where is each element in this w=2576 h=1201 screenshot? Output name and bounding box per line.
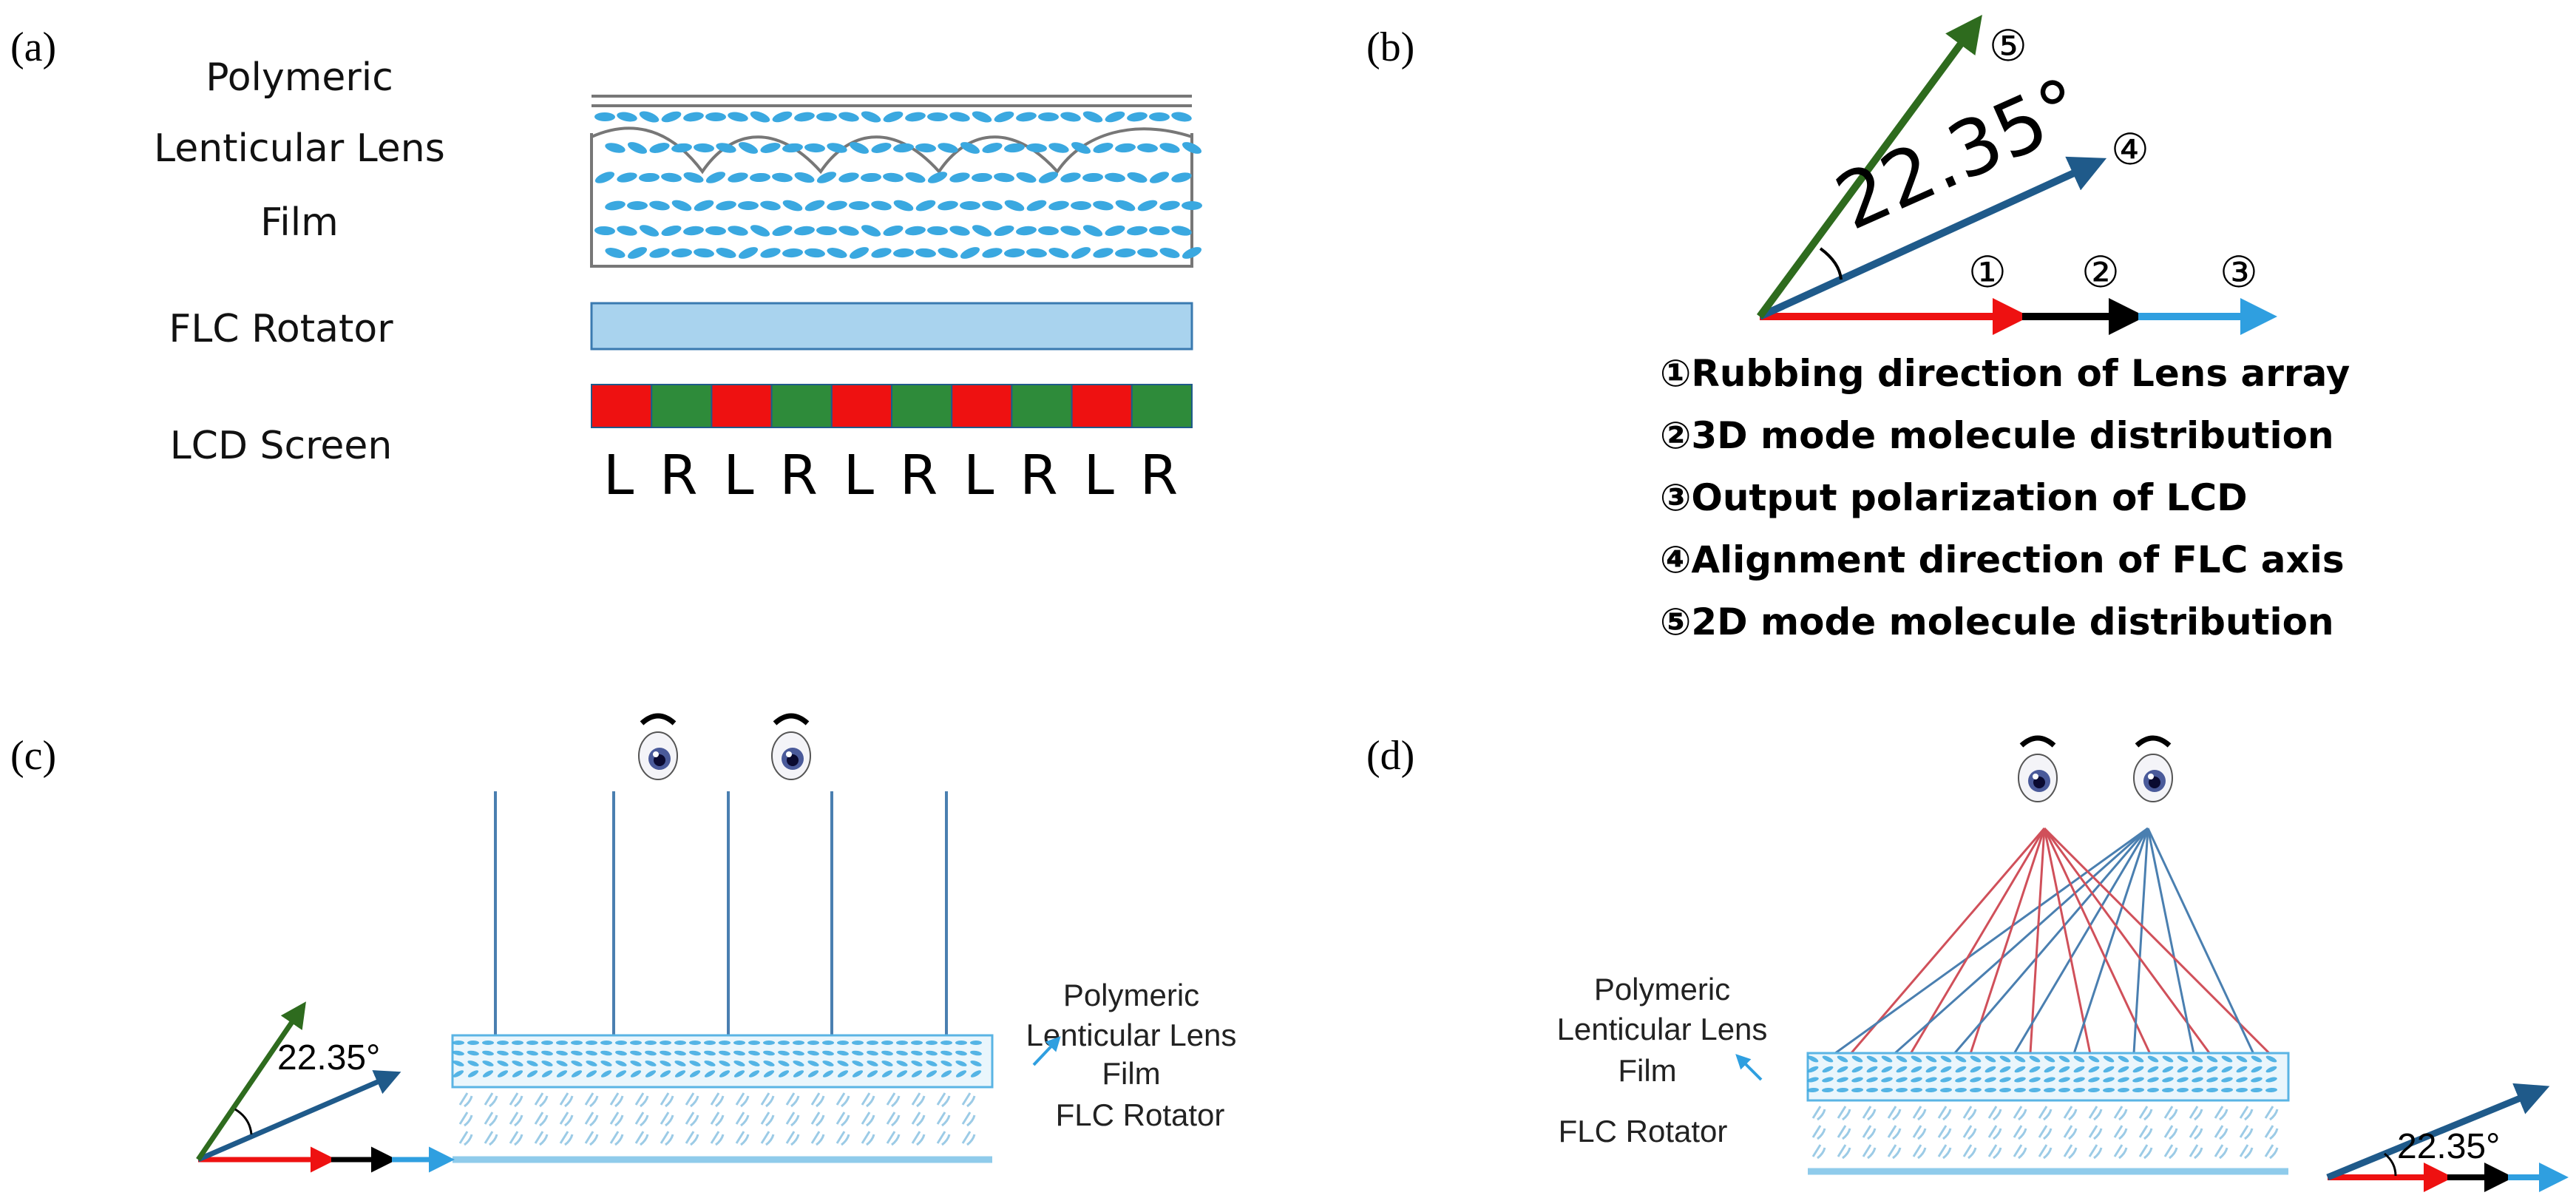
pixel-letter: R [900, 444, 938, 507]
lens-film-label-d-line-1: Polymeric [1594, 972, 1730, 1007]
lcd-pixel [770, 384, 833, 428]
light-rays-2d [494, 791, 948, 1049]
angle-value: 22.35° [1823, 60, 2096, 248]
legend-item-2: ②3D mode molecule distribution [1660, 414, 2334, 457]
ray-line-left [2043, 827, 2282, 1066]
ray-line-left [2043, 828, 2094, 1066]
lcd-pixel [891, 384, 953, 428]
legend-item-4: ④Alignment direction of FLC axis [1660, 538, 2345, 581]
lcd-screen-label: LCD Screen [170, 424, 393, 468]
lens-film-label-c-line-1: Polymeric [1063, 978, 1199, 1012]
marker-1: ① [1968, 247, 2007, 297]
pixel-letter: R [660, 444, 697, 507]
panel-c: (c) Polymeric Lenticular Lens Film FLC R… [10, 716, 1237, 1173]
pixel-letter: R [1020, 444, 1057, 507]
left-eye-icon-d [2019, 738, 2057, 802]
ray-line-right [2132, 828, 2149, 1066]
lens-film-label-line-2: Lenticular Lens [154, 126, 445, 171]
lcd-pixel [591, 384, 653, 428]
angle-value-c: 22.35° [277, 1038, 380, 1077]
lcd-pixel [651, 384, 713, 428]
ray-line-right [1881, 827, 2149, 1066]
lcd-screen-pixels [591, 384, 1193, 428]
lcd-pixel [951, 384, 1013, 428]
pixel-letter: L [1084, 444, 1114, 507]
legend-item-3: ③Output polarization of LCD [1660, 476, 2248, 519]
light-rays-3d [1818, 827, 2282, 1066]
lcd-pixel [711, 384, 773, 428]
pixel-letter: L [603, 444, 634, 507]
panel-d: (d) Polymeric Lenticular Lens Film FLC R… [1366, 733, 2569, 1192]
marker-2: ② [2081, 247, 2120, 297]
right-eye-icon [772, 716, 810, 779]
panel-a: (a) Polymeric Lenticular Lens Film FLC R… [10, 24, 1202, 507]
panel-d-label: (d) [1366, 733, 1414, 779]
ray-line-left [2043, 828, 2220, 1066]
flc-rotator-label: FLC Rotator [169, 307, 393, 351]
arrow-darkblue-d [2326, 1083, 2550, 1181]
arrow-darkblue-c [197, 1070, 401, 1163]
panel-c-label: (c) [10, 733, 56, 779]
lens-film-label-line-3: Film [260, 200, 339, 245]
lens-film-d [1806, 1052, 2290, 1102]
angle-arc-c [234, 1108, 253, 1135]
lenticular-lens-film [590, 95, 1202, 268]
lcd-pixel [1011, 384, 1073, 428]
pixel-letter: L [844, 444, 874, 507]
legend-item-5: ⑤2D mode molecule distribution [1660, 600, 2334, 643]
lens-film-label-line-1: Polymeric [206, 55, 393, 100]
left-eye-icon [639, 716, 677, 779]
lens-molecules [594, 111, 1202, 259]
lens-pointer-arrow-c [1032, 1036, 1061, 1066]
ray-line-right [1818, 827, 2149, 1066]
pixel-letter: R [779, 444, 817, 507]
pixel-letter: L [723, 444, 753, 507]
flc-rotator-c [453, 1092, 992, 1163]
marker-5: ⑤ [1989, 21, 2027, 71]
arrow-5-2d-mode [1756, 14, 1982, 319]
panel-a-label: (a) [10, 24, 56, 70]
lcd-pixel [830, 384, 893, 428]
angle-value-d: 22.35° [2397, 1127, 2500, 1166]
pixel-letter: L [963, 444, 994, 507]
lens-pointer-arrow-d [1735, 1054, 1763, 1081]
panel-b-label: (b) [1366, 24, 1414, 70]
ray-line-left [2043, 828, 2157, 1066]
ray-line-right [2146, 828, 2197, 1066]
marker-3: ③ [2220, 247, 2258, 297]
flc-rotator-d [1808, 1106, 2288, 1175]
ray-line-right [1943, 828, 2149, 1066]
lens-film-label-c-line-3: Film [1102, 1056, 1160, 1091]
lcd-pixel [1131, 384, 1193, 428]
arrow-4-flc-axis [1758, 156, 2107, 320]
ray-line-right [2006, 828, 2149, 1066]
angle-arc [1819, 247, 1843, 280]
legend-item-1: ①Rubbing direction of Lens array [1660, 352, 2350, 395]
lens-film-c [451, 1034, 994, 1089]
arrow-green-c [196, 1001, 306, 1161]
marker-4: ④ [2111, 124, 2149, 175]
flc-rotator-label-d: FLC Rotator [1559, 1114, 1728, 1148]
lens-film-label-c-line-2: Lenticular Lens [1026, 1018, 1237, 1052]
right-eye-icon-d [2134, 738, 2172, 802]
lens-film-label-d-line-2: Lenticular Lens [1557, 1012, 1768, 1046]
panel-b: (b) 22.35° ⑤ ④ ① ② ③ ①Rubbing direction … [1366, 14, 2350, 643]
ray-line-right [2069, 828, 2149, 1066]
ray-line-right [2146, 828, 2260, 1066]
flc-rotator-layer [590, 302, 1193, 351]
angle-arc-d [2384, 1152, 2397, 1177]
pixel-letter: R [1140, 444, 1178, 507]
flc-rotator-label-c: FLC Rotator [1056, 1097, 1225, 1132]
lens-film-label-d-line-3: Film [1618, 1053, 1676, 1088]
lcd-pixel [1071, 384, 1133, 428]
